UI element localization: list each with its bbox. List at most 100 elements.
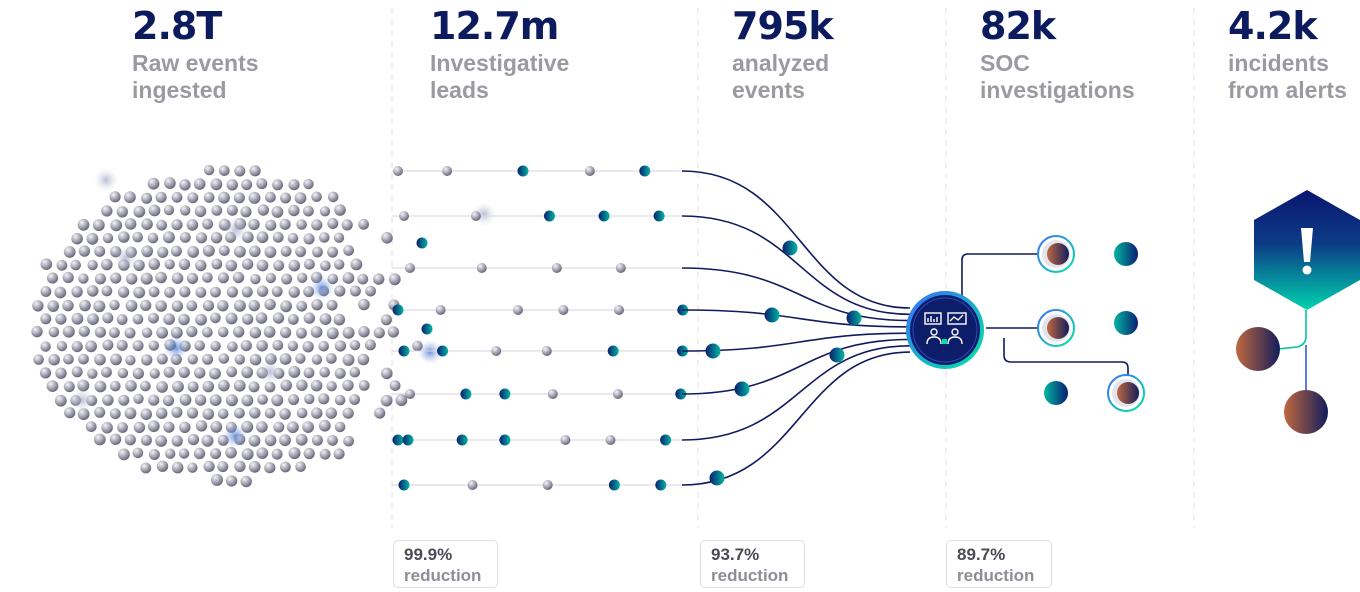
event-sphere — [250, 273, 261, 285]
lead-dot — [660, 434, 672, 446]
event-sphere — [156, 381, 169, 393]
event-sphere — [320, 260, 331, 272]
event-sphere — [187, 192, 199, 204]
event-sphere — [63, 353, 74, 365]
event-sphere — [279, 408, 291, 420]
event-sphere — [141, 354, 153, 366]
event-sphere — [232, 271, 245, 284]
event-sphere — [163, 313, 175, 325]
reduction-badge-3: 89.7% reduction — [946, 540, 1052, 588]
event-sphere — [48, 353, 60, 366]
event-sphere — [297, 272, 308, 283]
event-sphere — [125, 355, 136, 366]
event-sphere — [327, 435, 338, 446]
event-sphere — [241, 258, 254, 270]
event-sphere — [163, 204, 175, 216]
event-sphere — [101, 421, 113, 434]
event-sphere — [311, 354, 323, 365]
event-sphere — [195, 313, 207, 326]
blurred-event — [223, 424, 247, 448]
event-sphere — [349, 339, 361, 351]
event-sphere — [287, 421, 299, 434]
event-sphere — [94, 326, 106, 338]
event-sphere — [271, 448, 283, 460]
event-sphere — [218, 165, 230, 177]
event-sphere — [55, 367, 67, 379]
investigation-connectors — [961, 253, 1129, 378]
event-sphere — [280, 192, 291, 204]
lead-dot — [655, 479, 667, 491]
event-sphere — [202, 380, 215, 393]
event-sphere — [343, 245, 354, 256]
event-sphere — [101, 285, 113, 297]
investigation-dot-5 — [1114, 311, 1138, 335]
event-sphere — [225, 446, 237, 459]
funnel-curve — [681, 267, 911, 322]
stage-value: 12.7m — [430, 4, 559, 48]
event-sphere — [241, 179, 253, 191]
blurred-event — [310, 276, 334, 300]
event-sphere — [349, 285, 361, 297]
event-sphere — [311, 191, 322, 203]
event-sphere — [233, 326, 245, 338]
event-sphere — [110, 272, 122, 284]
event-sphere — [310, 379, 323, 392]
event-sphere — [288, 286, 300, 298]
event-sphere — [124, 327, 136, 339]
event-sphere — [101, 366, 112, 378]
event-sphere — [342, 326, 355, 339]
event-sphere — [156, 219, 168, 231]
event-sphere — [334, 394, 346, 406]
event-sphere — [327, 191, 339, 203]
event-sphere — [217, 272, 229, 284]
event-sphere — [202, 353, 214, 365]
event-sphere — [62, 271, 74, 284]
event-sphere — [280, 379, 293, 392]
event-sphere — [303, 178, 314, 190]
event-sphere — [194, 367, 206, 379]
lead-sphere — [467, 480, 478, 490]
event-sphere — [201, 434, 214, 447]
event-sphere — [381, 367, 393, 380]
event-sphere — [93, 433, 106, 446]
event-sphere — [157, 246, 169, 258]
event-sphere — [71, 366, 83, 378]
event-sphere — [296, 219, 307, 230]
event-sphere — [186, 272, 199, 284]
blurred-event — [418, 340, 442, 364]
event-sphere — [101, 258, 113, 271]
event-sphere — [257, 204, 269, 216]
event-sphere — [364, 339, 376, 351]
event-sphere — [187, 246, 200, 258]
event-sphere — [109, 408, 121, 420]
event-sphere — [319, 448, 331, 460]
event-sphere — [255, 312, 268, 324]
event-sphere — [279, 353, 292, 365]
event-sphere — [218, 353, 230, 364]
event-sphere — [288, 394, 300, 406]
stage-label: Raw events ingested — [132, 50, 259, 103]
event-sphere — [319, 313, 332, 325]
event-sphere — [264, 407, 276, 419]
blurred-event — [114, 246, 138, 270]
event-sphere — [56, 259, 68, 271]
analyzed-event-dot — [709, 470, 725, 486]
event-sphere — [133, 205, 146, 218]
event-sphere — [202, 408, 215, 420]
event-sphere — [101, 205, 113, 217]
event-sphere — [334, 421, 346, 433]
event-sphere — [225, 475, 238, 487]
event-sphere — [225, 312, 238, 325]
stage-label: Investigative leads — [430, 50, 570, 103]
event-sphere — [170, 326, 183, 339]
event-sphere — [311, 299, 323, 311]
event-sphere — [358, 218, 369, 230]
event-sphere — [218, 191, 230, 204]
investigation-node-2 — [1037, 309, 1075, 347]
event-sphere — [241, 448, 254, 461]
event-sphere — [149, 368, 160, 379]
event-sphere — [380, 394, 393, 407]
event-sphere — [118, 231, 130, 243]
event-sphere — [55, 313, 67, 325]
